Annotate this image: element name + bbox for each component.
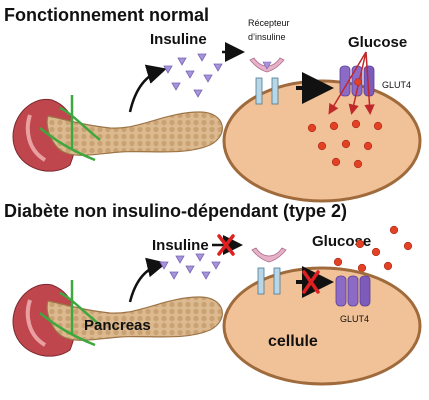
insulin-molecule-icon bbox=[163, 53, 223, 98]
insulin-receptor-icon bbox=[251, 247, 287, 295]
arrow-icon bbox=[128, 64, 167, 113]
normal-insulin-label: Insuline bbox=[150, 31, 207, 48]
type2-title: Diabète non insulino-dépendant (type 2) bbox=[4, 201, 347, 221]
cell-label: cellule bbox=[268, 333, 318, 350]
glut4-transporter-icon bbox=[335, 275, 371, 307]
normal-title: Fonctionnement normal bbox=[4, 5, 209, 25]
type2-section: Diabète non insulino-dépendant (type 2) … bbox=[4, 201, 422, 386]
insulin-molecule-icon bbox=[159, 253, 221, 280]
glucose-molecule-icon bbox=[307, 78, 383, 169]
type2-cell bbox=[222, 266, 422, 386]
cross-icon bbox=[217, 234, 235, 256]
type2-glut4-label: GLUT4 bbox=[340, 314, 369, 324]
arrow-icon bbox=[328, 51, 367, 115]
normal-glut4-label: GLUT4 bbox=[382, 80, 411, 90]
normal-section: Fonctionnement normal Insuline Récepteur… bbox=[4, 5, 422, 203]
cross-icon bbox=[302, 270, 320, 294]
insulin-receptor-icon bbox=[249, 57, 285, 105]
normal-glucose-label: Glucose bbox=[348, 34, 407, 51]
pancreas-organ-icon bbox=[12, 95, 223, 172]
pancreas-organ-icon bbox=[12, 280, 223, 357]
arrow-icon bbox=[364, 51, 375, 115]
arrow-icon bbox=[128, 257, 167, 303]
normal-cell bbox=[222, 79, 422, 203]
receptor-label-line2: d’insuline bbox=[248, 32, 286, 42]
receptor-label-line1: Récepteur bbox=[248, 18, 290, 28]
pancreas-label: Pancreas bbox=[84, 317, 151, 334]
type2-insulin-label: Insuline bbox=[152, 237, 209, 254]
